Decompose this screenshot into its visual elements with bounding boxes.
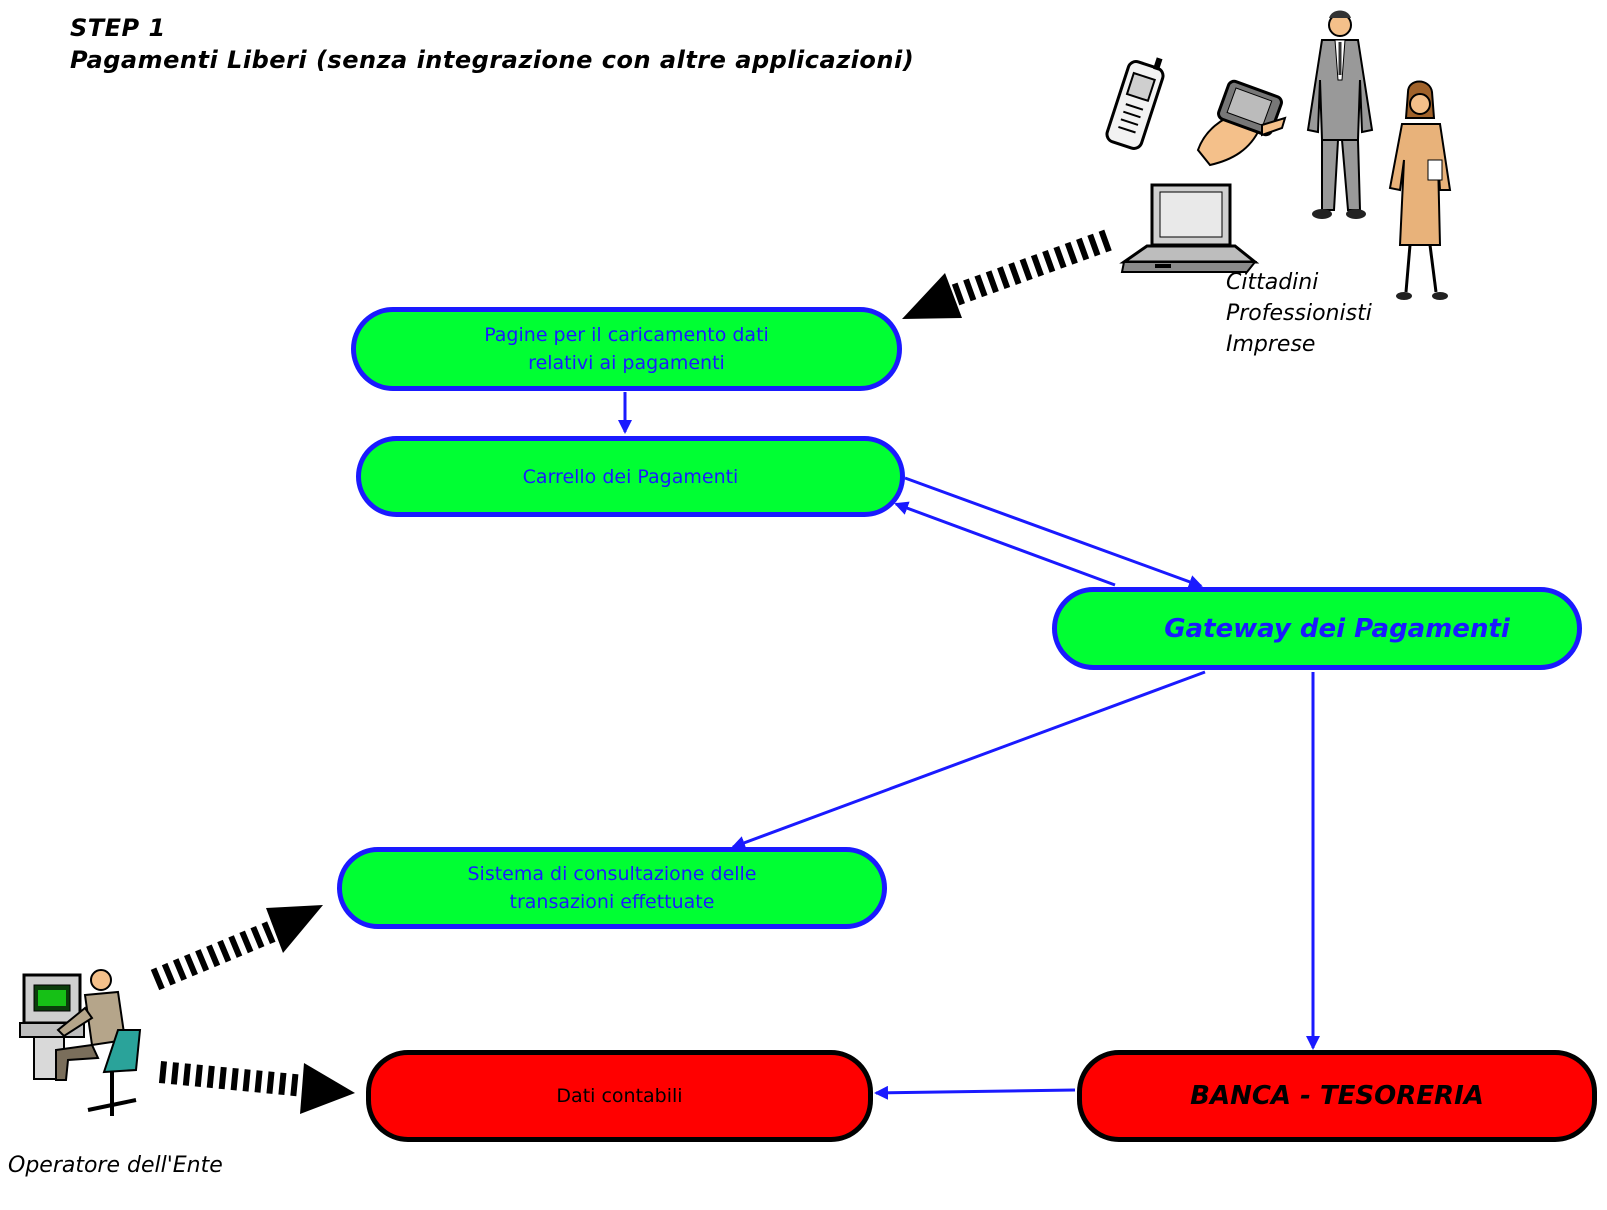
connector-gateway-sistema (731, 670, 1206, 850)
node-sistema-label: Sistema di consultazione delle transazio… (467, 863, 757, 913)
users-actor-label: Cittadini Professionisti Imprese (1226, 270, 1372, 357)
connector-gateway-carrello (894, 501, 1116, 587)
businesswoman-icon (1388, 80, 1452, 300)
node-dati-contabili: Dati contabili (366, 1050, 873, 1142)
access-arrow-operator-sistema (150, 905, 323, 991)
operator-actor-label: Operatore dell'Ente (8, 1153, 223, 1178)
node-gateway-label: Gateway dei Pagamenti (1164, 613, 1510, 644)
step-title: STEP 1 (70, 14, 166, 42)
operator-at-computer-icon (19, 969, 142, 1116)
mobile-phone-icon (1105, 57, 1165, 150)
access-arrow-users (902, 229, 1112, 319)
node-banca-tesoreria: BANCA - TESORERIA (1077, 1050, 1597, 1142)
access-arrow-operator-dati (158, 1061, 355, 1114)
node-gateway-pagamenti: Gateway dei Pagamenti (1052, 587, 1582, 670)
node-sistema-consultazione: Sistema di consultazione delle transazio… (337, 847, 887, 929)
node-pagine-caricamento: Pagine per il caricamento dati relativi … (351, 307, 902, 391)
node-carrello-pagamenti: Carrello dei Pagamenti (356, 436, 905, 517)
businessman-icon (1306, 10, 1374, 219)
connector-banca-dati (874, 1085, 1076, 1100)
diagram-subtitle: Pagamenti Liberi (senza integrazione con… (70, 46, 915, 74)
node-banca-label: BANCA - TESORERIA (1190, 1081, 1484, 1111)
node-carrello-label: Carrello dei Pagamenti (522, 465, 739, 488)
pda-hand-icon (1196, 79, 1287, 167)
laptop-icon (1119, 183, 1260, 273)
connector-carrello-gateway (904, 476, 1203, 589)
node-pagine-label: Pagine per il caricamento dati relativi … (484, 324, 769, 374)
node-dati-label: Dati contabili (556, 1085, 683, 1107)
